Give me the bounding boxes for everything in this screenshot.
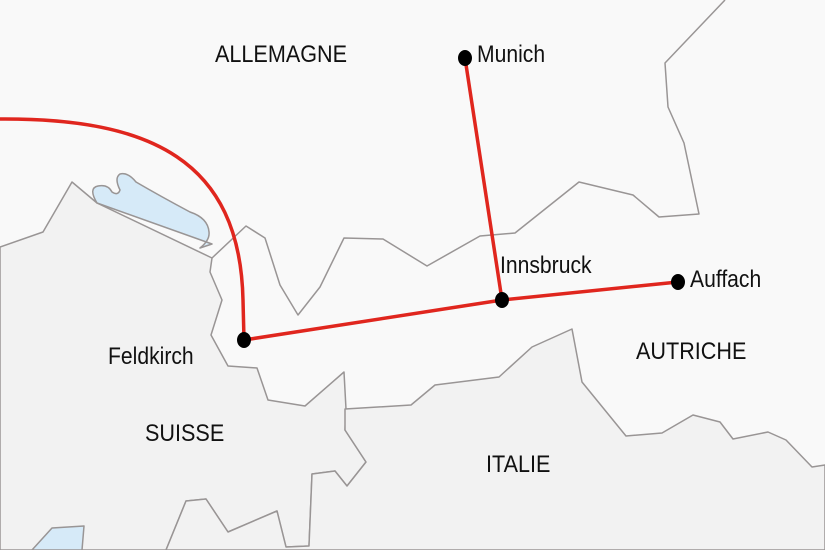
city-dot-auffach[interactable] xyxy=(671,274,685,290)
city-label-auffach[interactable]: Auffach xyxy=(690,266,762,293)
germany-austria-border xyxy=(211,0,726,316)
route-munich-innsbruck xyxy=(463,57,504,301)
country-label-autriche: AUTRICHE xyxy=(636,338,747,365)
italy-region xyxy=(165,328,825,550)
route-west-to-feldkirch xyxy=(0,117,246,341)
lake-constance xyxy=(92,172,213,249)
city-dot-munich[interactable] xyxy=(458,50,472,66)
city-label-feldkirch[interactable]: Feldkirch xyxy=(108,343,194,370)
route-feldkirch-innsbruck xyxy=(243,298,503,342)
city-dot-feldkirch[interactable] xyxy=(237,332,251,348)
city-label-innsbruck[interactable]: Innsbruck xyxy=(500,252,592,279)
lake-geneva-fragment xyxy=(31,525,85,550)
city-label-munich[interactable]: Munich xyxy=(477,41,546,68)
country-label-italie: ITALIE xyxy=(486,451,551,478)
route-innsbruck-auffach xyxy=(501,280,679,302)
city-dot-innsbruck[interactable] xyxy=(495,292,509,308)
country-label-allemagne: ALLEMAGNE xyxy=(215,41,348,68)
country-label-suisse: SUISSE xyxy=(145,420,225,447)
